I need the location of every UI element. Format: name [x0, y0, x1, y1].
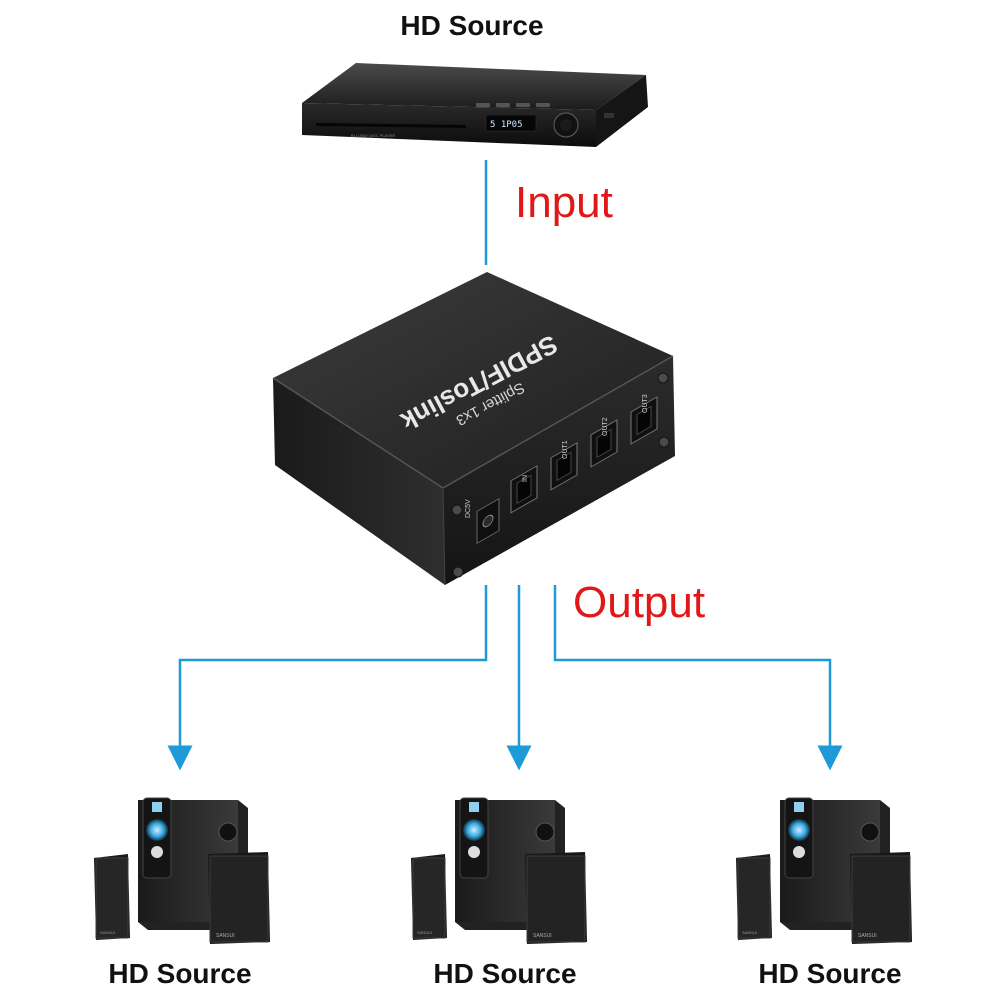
svg-text:SANSUI: SANSUI	[417, 930, 432, 935]
port-label-out2: OUT2	[602, 417, 609, 436]
speaker-system-3: SANSUI SANSUI	[736, 797, 912, 944]
bottom-source-label-2: HD Source	[433, 958, 577, 989]
optical-port-out2	[590, 419, 618, 468]
speaker-brand-label: SANSUI	[533, 933, 552, 939]
speaker-system-2: SANSUI SANSUI	[411, 797, 587, 944]
speaker-system-1: SANSUI SANSUI	[94, 797, 270, 944]
optical-port-out3	[630, 396, 658, 445]
player-display: 5 1P05	[490, 120, 523, 130]
output-connector-line-3	[553, 585, 843, 771]
blu-ray-player-image: BLU-RAY DISC PLAYER 5 1P05	[302, 63, 648, 147]
port-label-in: IN	[522, 475, 529, 482]
optical-port-out1	[550, 442, 578, 491]
speaker-brand-label: SANSUI	[216, 933, 235, 939]
port-label-dc5v: DC5V	[465, 499, 472, 518]
svg-text:BLU-RAY DISC PLAYER: BLU-RAY DISC PLAYER	[351, 133, 395, 138]
port-label-out3: OUT3	[642, 394, 649, 413]
bottom-source-label-1: HD Source	[108, 958, 252, 989]
port-label-out1: OUT1	[562, 440, 569, 459]
top-source-label: HD Source	[400, 10, 544, 41]
svg-text:SANSUI: SANSUI	[742, 930, 757, 935]
optical-port-in	[510, 465, 538, 514]
output-label: Output	[573, 578, 706, 627]
dc-power-port	[476, 497, 500, 545]
input-label: Input	[515, 178, 613, 227]
bottom-source-label-3: HD Source	[758, 958, 902, 989]
output-connector-line-1	[167, 585, 488, 771]
svg-text:SANSUI: SANSUI	[100, 930, 115, 935]
spdif-splitter-device: SPDIF/Toslink Splitter 1x3 DC5V	[272, 272, 675, 586]
speaker-brand-label: SANSUI	[858, 933, 877, 939]
